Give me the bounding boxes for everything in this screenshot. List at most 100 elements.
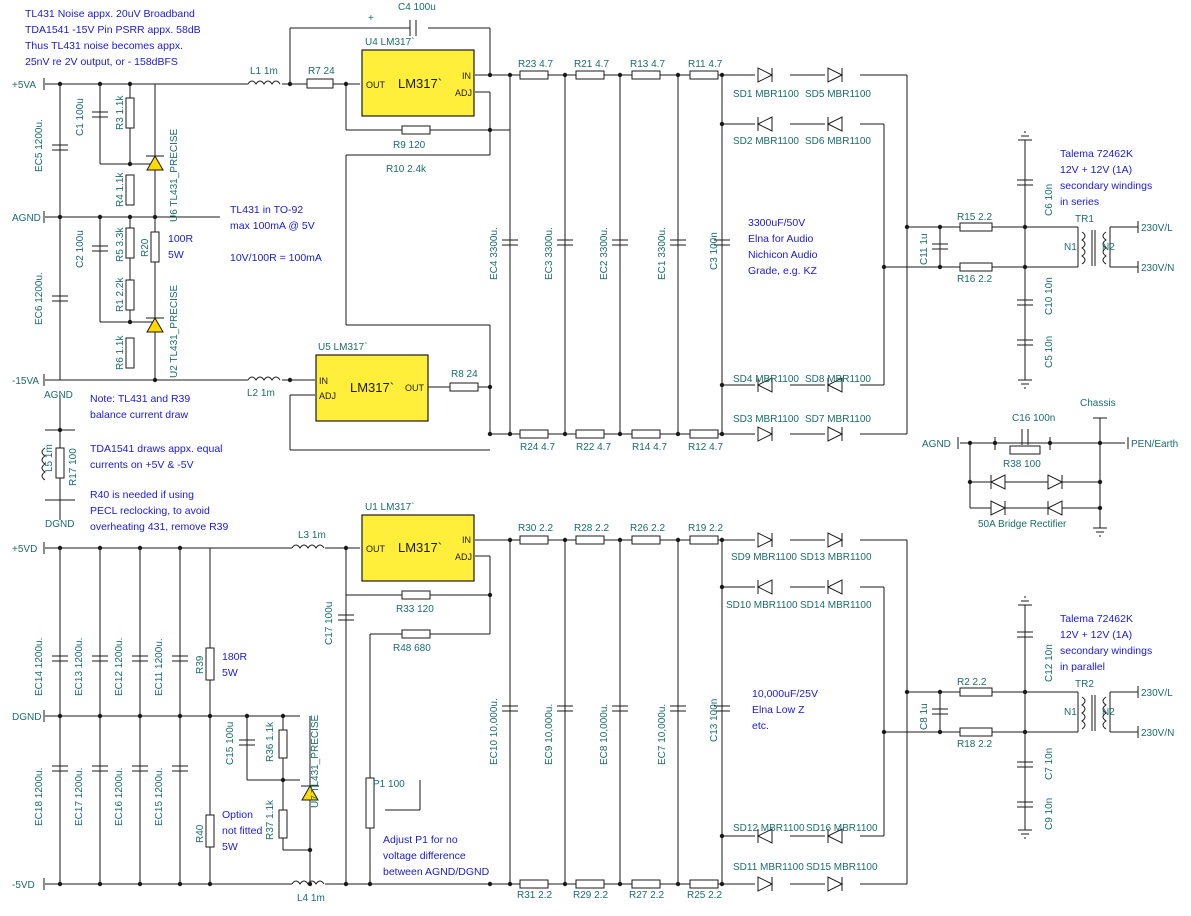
- u1-ref: U1 LM317`: [365, 501, 414, 513]
- lbl-r15: R15 2.2: [957, 212, 992, 223]
- lbl-ec6: EC6 1200u.: [34, 272, 45, 325]
- note-balance-2: balance current draw: [90, 409, 188, 421]
- lbl-r14: R14 4.7: [632, 442, 667, 453]
- lbl-r38: R38 100: [1003, 459, 1041, 470]
- note-talema2-2: 12V + 12V (1A): [1060, 629, 1132, 641]
- rail-230-l-2: 230V/L: [1141, 688, 1173, 699]
- lbl-ec2: EC2 3300u.: [599, 227, 610, 280]
- lbl-sd9: SD9 MBR1100: [731, 552, 797, 563]
- note-r20-1: 100R: [168, 233, 194, 245]
- lbl-c10: C10 10n: [1044, 277, 1055, 315]
- lbl-ec9: EC9 10,000u.: [544, 704, 555, 765]
- rail-230-n-1: 230V/N: [1141, 263, 1174, 274]
- lbl-sd3: SD3 MBR1100: [733, 414, 799, 425]
- lbl-r11: R11 4.7: [688, 59, 723, 70]
- note-r40opt-1: Option: [222, 809, 253, 821]
- rail-agnd: AGND: [12, 213, 41, 224]
- lbl-r2: R2 2.2: [957, 677, 987, 688]
- note-tda-2: currents on +5V & -5V: [90, 459, 194, 471]
- note-p1-1: Adjust P1 for no: [383, 834, 458, 846]
- lbl-tr2-n1: N1: [1064, 707, 1077, 718]
- schottky-diodes: [756, 67, 1064, 892]
- note-talema2-1: Talema 72462K: [1060, 613, 1133, 625]
- lbl-sd12: SD12 MBR1100: [733, 823, 805, 834]
- lbl-l1: L1 1m: [250, 66, 278, 77]
- rail-chassis: Chassis: [1080, 398, 1116, 409]
- u1-pin-out: OUT: [366, 544, 386, 554]
- u5-pin-in: IN: [319, 376, 328, 386]
- lbl-l5: L5 1m: [44, 444, 55, 472]
- rail-m5vd: -5VD: [12, 880, 35, 891]
- note-caps1-4: Grade, e.g. KZ: [748, 265, 817, 277]
- lbl-r37: R37 1.1k: [265, 799, 276, 840]
- lbl-ec18: EC18 1200u.: [34, 768, 45, 826]
- lbl-c4: C4 100u: [398, 2, 436, 13]
- lbl-p1: P1 100: [373, 779, 405, 790]
- note-r40opt-2: not fitted: [222, 825, 262, 837]
- note-r39-1: 180R: [222, 651, 248, 663]
- rail-p5vd: +5VD: [12, 544, 37, 555]
- lbl-r5: R5 3.3k: [115, 227, 126, 262]
- note-talema1-1: Talema 72462K: [1060, 148, 1133, 160]
- lbl-r29: R29 2.2: [573, 890, 608, 901]
- wires-top: [45, 27, 1138, 451]
- note-balance-1: Note: TL431 and R39: [90, 393, 190, 405]
- u5-pin-adj: ADJ: [319, 391, 336, 401]
- lbl-sd2: SD2 MBR1100: [733, 136, 799, 147]
- lbl-sd10: SD10 MBR1100: [726, 600, 798, 611]
- note-r40-1: R40 is needed if using: [90, 489, 194, 501]
- lbl-ec1: EC1 3300u.: [657, 227, 668, 280]
- lbl-ec10: EC10 10,000u.: [489, 698, 500, 765]
- u5-pin-out: OUT: [405, 383, 425, 393]
- lbl-c9: C9 10n: [1044, 798, 1055, 830]
- note-talema2-3: secondary windings: [1060, 645, 1152, 657]
- rail-p5va: +5VA: [12, 80, 36, 91]
- lbl-l4: L4 1m: [297, 893, 325, 904]
- note-talema1-2: 12V + 12V (1A): [1060, 164, 1132, 176]
- resistors: [55, 70, 1041, 889]
- tl431-references: [146, 154, 319, 801]
- lbl-plus: +: [368, 13, 374, 24]
- note-tl431-pkg-1: TL431 in TO-92: [230, 204, 303, 216]
- rail-agnd-3: AGND: [922, 439, 951, 450]
- u1-pin-adj: ADJ: [455, 552, 472, 562]
- rail-230-l-1: 230V/L: [1141, 223, 1173, 234]
- lbl-r24: R24 4.7: [520, 442, 555, 453]
- u4-ref: U4 LM317`: [365, 36, 414, 48]
- note-caps2-3: etc.: [752, 720, 769, 732]
- rail-labels: +5VA AGND -15VA AGND DGND +5VD DGND -5VD…: [12, 80, 1178, 891]
- u1-pin-in: IN: [462, 535, 471, 545]
- lbl-r12: R12 4.7: [688, 442, 723, 453]
- lbl-r8: R8 24: [451, 369, 478, 380]
- rail-agnd-2: AGND: [44, 390, 73, 401]
- lbl-c7: C7 10n: [1044, 748, 1055, 780]
- wires-bottom: [45, 539, 1138, 885]
- lbl-r13: R13 4.7: [630, 59, 665, 70]
- lbl-ec3: EC3 3300u.: [544, 227, 555, 280]
- note-r20-2: 5W: [168, 249, 184, 261]
- lbl-sd5: SD5 MBR1100: [805, 89, 871, 100]
- lbl-r39: R39: [195, 655, 206, 674]
- lbl-tr1: TR1: [1075, 214, 1094, 225]
- ground-symbols: [1018, 131, 1107, 839]
- lbl-c2: C2 100u: [75, 230, 86, 268]
- note-caps2-2: Elna Low Z: [752, 704, 805, 716]
- component-labels: C4 100u + L1 1m R7 24 R9 120 R10 2.4k R2…: [247, 2, 1115, 904]
- component-labels-vertical: C1 100u R3 1.1k EC5 1200u. U6 TL431_PREC…: [34, 95, 1055, 843]
- lbl-c8: C8 1u: [919, 703, 930, 730]
- lbl-c3: C3 100n: [709, 232, 720, 270]
- lbl-r20: R20: [140, 238, 151, 257]
- note-p1-2: voltage difference: [383, 850, 466, 862]
- ic-labels: U4 LM317` LM317` OUT IN ADJ U5 LM317` LM…: [318, 36, 472, 562]
- lbl-c1: C1 100u: [75, 98, 86, 136]
- lbl-r26: R26 2.2: [630, 523, 665, 534]
- notes-text: TL431 Noise appx. 20uV Broadband TDA1541…: [25, 8, 1152, 878]
- lbl-r9: R9 120: [393, 140, 426, 151]
- u4-pin-out: OUT: [366, 80, 386, 90]
- lbl-r31: R31 2.2: [517, 890, 552, 901]
- lbl-r21: R21 4.7: [574, 59, 609, 70]
- lbl-tr2-n2: N2: [1102, 707, 1115, 718]
- note-caps2-1: 10,000uF/25V: [752, 688, 818, 700]
- note-r40-3: overheating 431, remove R39: [90, 521, 228, 533]
- lbl-r25: R25 2.2: [687, 890, 722, 901]
